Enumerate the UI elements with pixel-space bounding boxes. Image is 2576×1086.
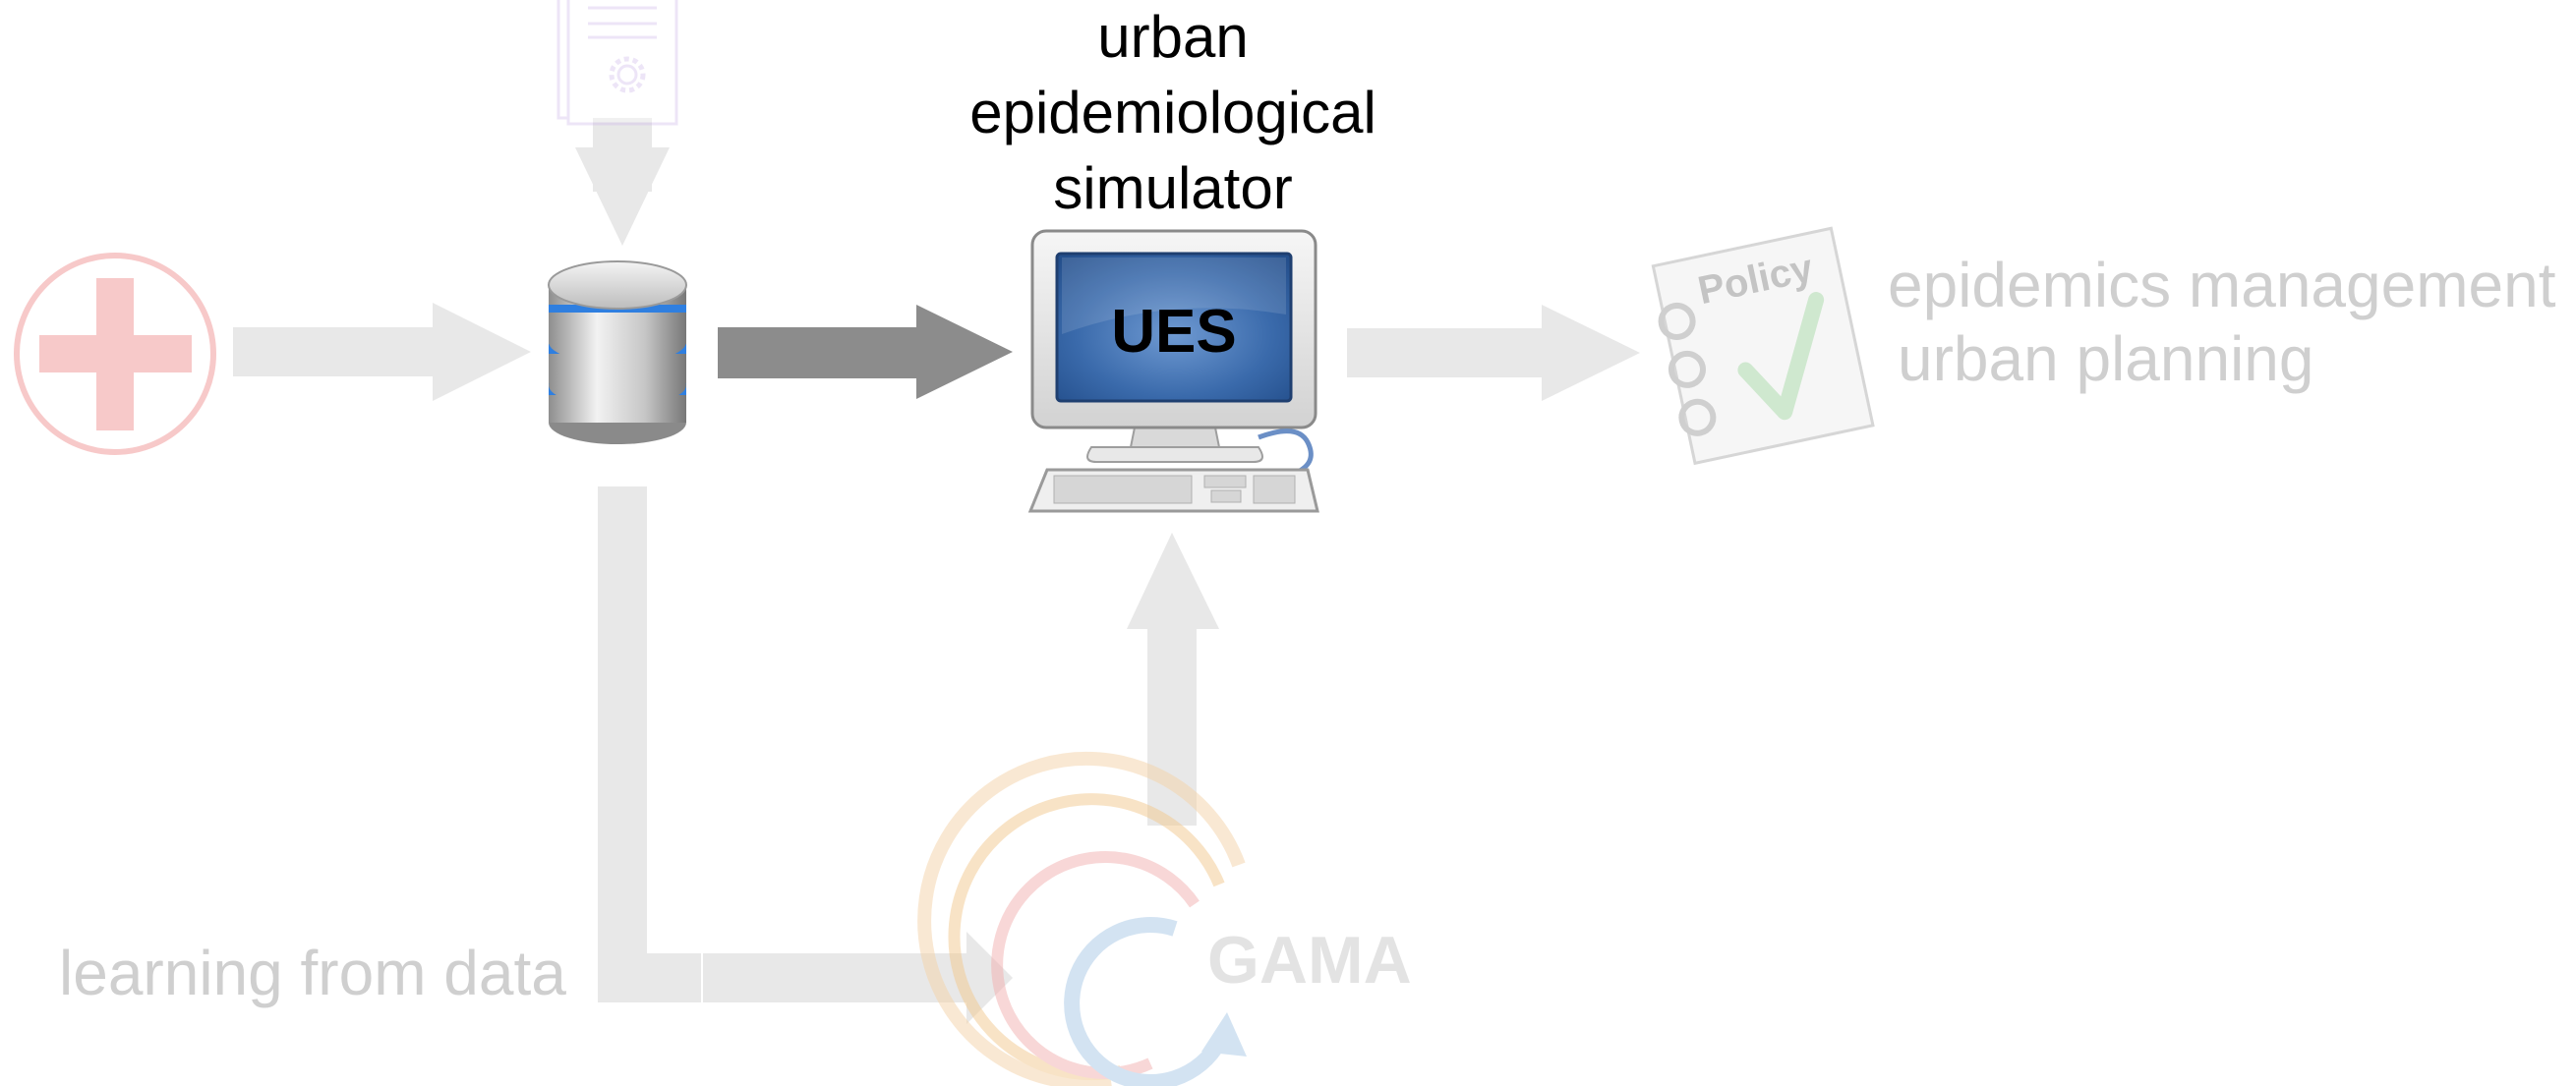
output-label-urban-planning: urban planning [1898,323,2313,394]
title-line-3: simulator [1053,155,1292,221]
computer-monitor-icon [1027,229,1319,513]
database-icon [548,260,687,444]
arrow-simulator-to-policy [1347,305,1640,401]
arrow-database-to-simulator [718,305,1013,399]
arrow-database-to-gama [598,486,1013,1024]
title-line-2: epidemiological [969,80,1376,145]
title-line-1: urban [1097,4,1248,70]
red-cross-icon [14,253,216,455]
output-label-epidemics: epidemics management [1888,250,2556,320]
simulator-screen-label: UES [1111,298,1236,366]
policy-notepad-icon: Policy [1651,226,1875,466]
arrow-documents-to-database [575,118,670,246]
learning-from-data-label: learning from data [59,938,566,1008]
gama-label: GAMA [1207,923,1412,998]
arrow-gama-to-simulator [1127,533,1219,826]
config-document-icon [556,0,678,126]
gama-logo-icon: GAMA [917,751,1412,1086]
arrow-health-to-database [233,303,531,401]
